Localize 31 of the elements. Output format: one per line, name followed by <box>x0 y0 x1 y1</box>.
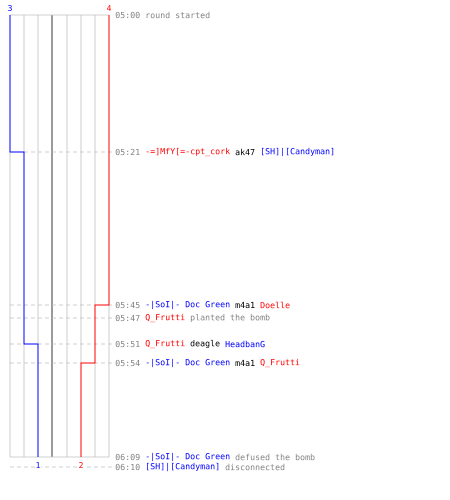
event-text: round started <box>146 12 210 18</box>
timestamp: 06:09 <box>116 454 140 460</box>
player-name: HeadbanG <box>226 340 265 348</box>
event-text: disconnected <box>226 464 284 470</box>
timestamp: 05:51 <box>116 340 140 348</box>
weapon-name: m4a1 <box>236 302 255 308</box>
player-count: 3 <box>7 4 13 12</box>
event-text: planted the bomb <box>190 314 270 322</box>
player-name: -|SoI|- Doc Green <box>146 358 230 368</box>
player-name: Q_Frutti <box>146 340 185 348</box>
player-name: Q_Frutti <box>260 358 300 368</box>
player-count: 4 <box>106 4 112 12</box>
timestamp: 05:45 <box>116 302 140 308</box>
player-name: -=]MfY[=-cpt_cork <box>146 148 230 156</box>
weapon-name: deagle <box>190 340 220 348</box>
event-text: defused the bomb <box>236 454 315 460</box>
player-name: -|SoI|- Doc Green <box>146 300 230 310</box>
player-name: -|SoI|- Doc Green <box>146 452 230 462</box>
weapon-name: m4a1 <box>236 360 255 366</box>
timestamp: 05:21 <box>116 148 140 156</box>
player-name: Q_Frutti <box>146 314 185 322</box>
player-name: [SH]|[Candyman] <box>262 148 334 156</box>
player-count: 2 <box>78 462 84 468</box>
player-name: [SH]|[Candyman] <box>147 462 218 472</box>
weapon-name: ak47 <box>236 148 254 156</box>
timestamp: 05:54 <box>116 360 140 366</box>
timestamp: 06:10 <box>116 464 140 470</box>
player-name: Doelle <box>260 302 290 308</box>
player-count: 1 <box>35 462 41 468</box>
timestamp: 05:00 <box>116 12 140 18</box>
timestamp: 05:47 <box>116 314 140 322</box>
